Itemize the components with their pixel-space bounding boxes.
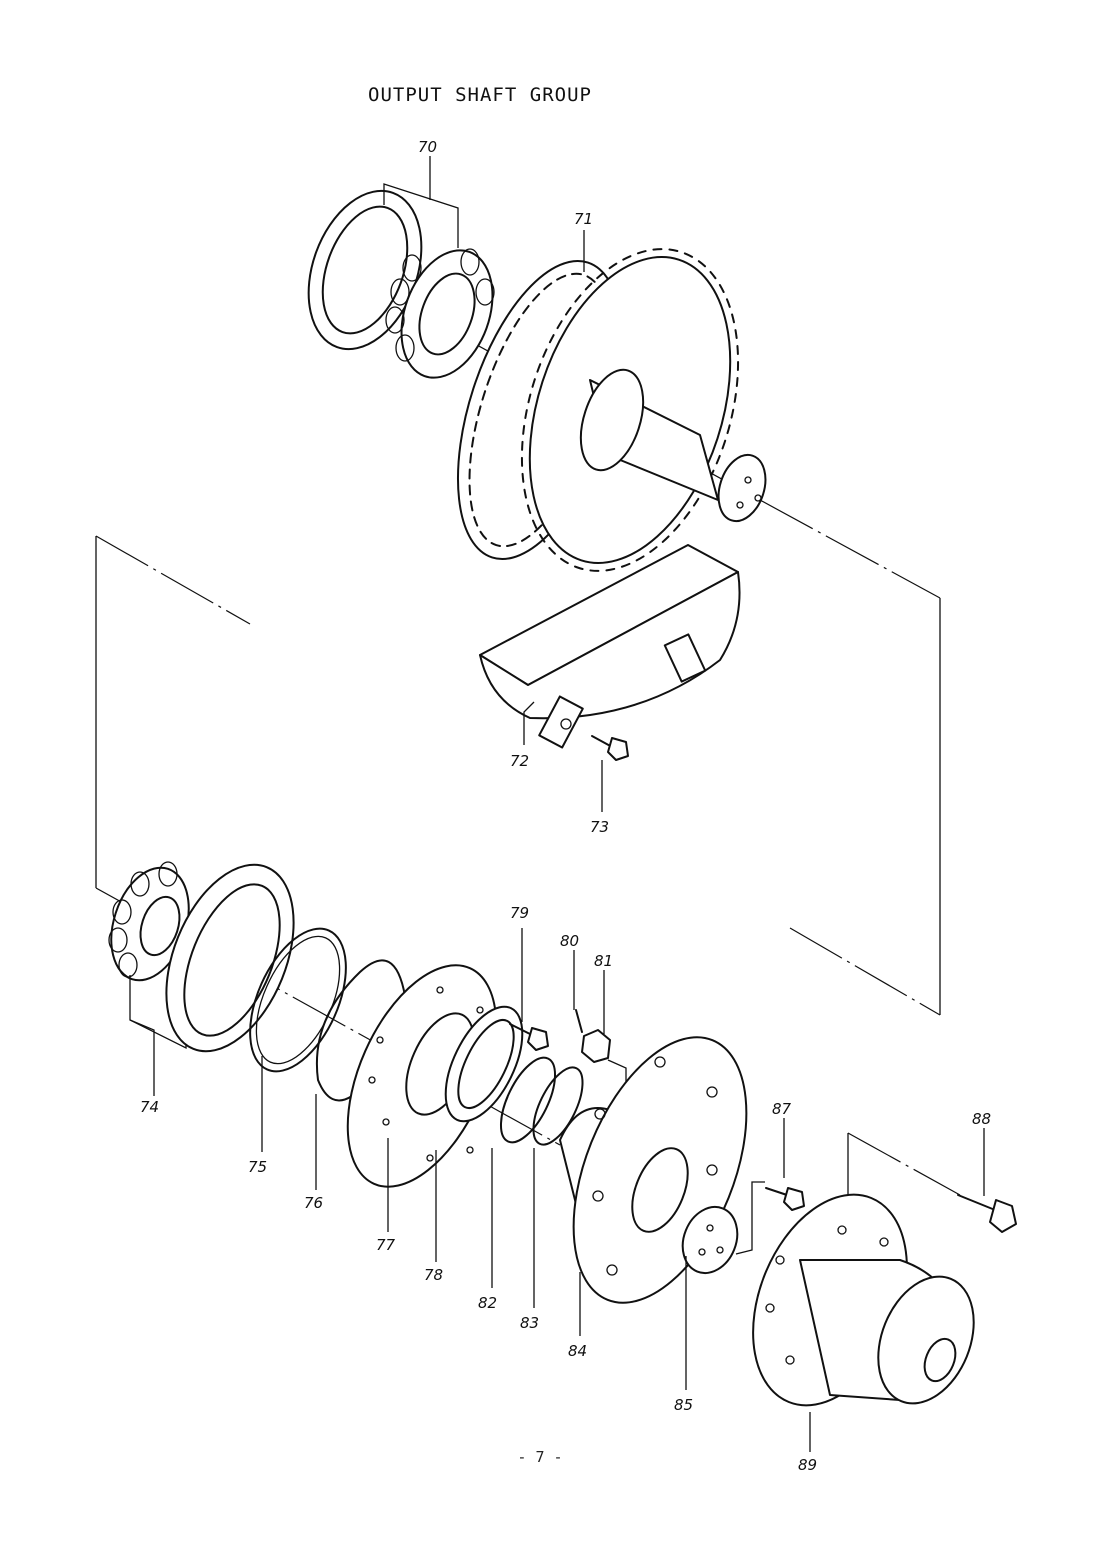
callout-78: 78	[424, 1266, 443, 1284]
part-71-gear-shaft	[456, 248, 767, 572]
part-87-bolt	[765, 1187, 805, 1211]
axis-upper-extension	[759, 499, 941, 599]
leader-87-link	[735, 1181, 765, 1255]
part-70-bearing	[307, 183, 495, 379]
callout-82: 82	[478, 1294, 497, 1312]
callout-73: 73	[590, 818, 609, 836]
axis-left-link	[95, 535, 251, 625]
part-89-cover	[752, 1193, 975, 1407]
callout-labels: 70 71 72 73 74 75 76 77 78 79 80 81 82 8…	[140, 138, 991, 1474]
callout-79: 79	[510, 904, 529, 922]
part-79-bolt	[509, 1023, 549, 1051]
callout-80: 80	[560, 932, 579, 950]
callout-75: 75	[248, 1158, 267, 1176]
part-77-snap-ring	[315, 959, 406, 1102]
diagram-title: OUTPUT SHAFT GROUP	[368, 84, 592, 106]
part-83-ring	[499, 1056, 584, 1146]
axis-right-link	[789, 927, 941, 1016]
part-81-castle-nut	[581, 1029, 611, 1063]
part-73-bolt	[591, 735, 629, 761]
callout-77: 77	[376, 1236, 396, 1254]
part-85-end-plate	[681, 1206, 739, 1274]
callout-70: 70	[418, 138, 437, 156]
part-75-bearing-cup	[165, 863, 295, 1053]
callout-76: 76	[304, 1194, 323, 1212]
callout-81: 81	[594, 952, 613, 970]
part-72-guard	[479, 544, 741, 749]
callout-88: 88	[972, 1110, 991, 1128]
callout-71: 71	[574, 210, 593, 228]
part-80-cotter-pin	[575, 1009, 583, 1033]
callout-74: 74	[140, 1098, 159, 1116]
callout-85: 85	[674, 1396, 693, 1414]
callout-87: 87	[772, 1100, 792, 1118]
part-84-coupling-flange	[559, 1036, 748, 1304]
callout-89: 89	[798, 1456, 817, 1474]
callout-leaders	[129, 156, 985, 1452]
callout-72: 72	[510, 752, 529, 770]
callout-84: 84	[568, 1342, 587, 1360]
page-number: - 7 -	[517, 1448, 563, 1466]
part-88-bolt	[957, 1194, 1017, 1233]
axis-bolt-88	[847, 1132, 961, 1196]
callout-83: 83	[520, 1314, 539, 1332]
part-74-bearing-cone	[108, 861, 190, 1050]
part-82-oil-seal	[444, 1005, 524, 1123]
